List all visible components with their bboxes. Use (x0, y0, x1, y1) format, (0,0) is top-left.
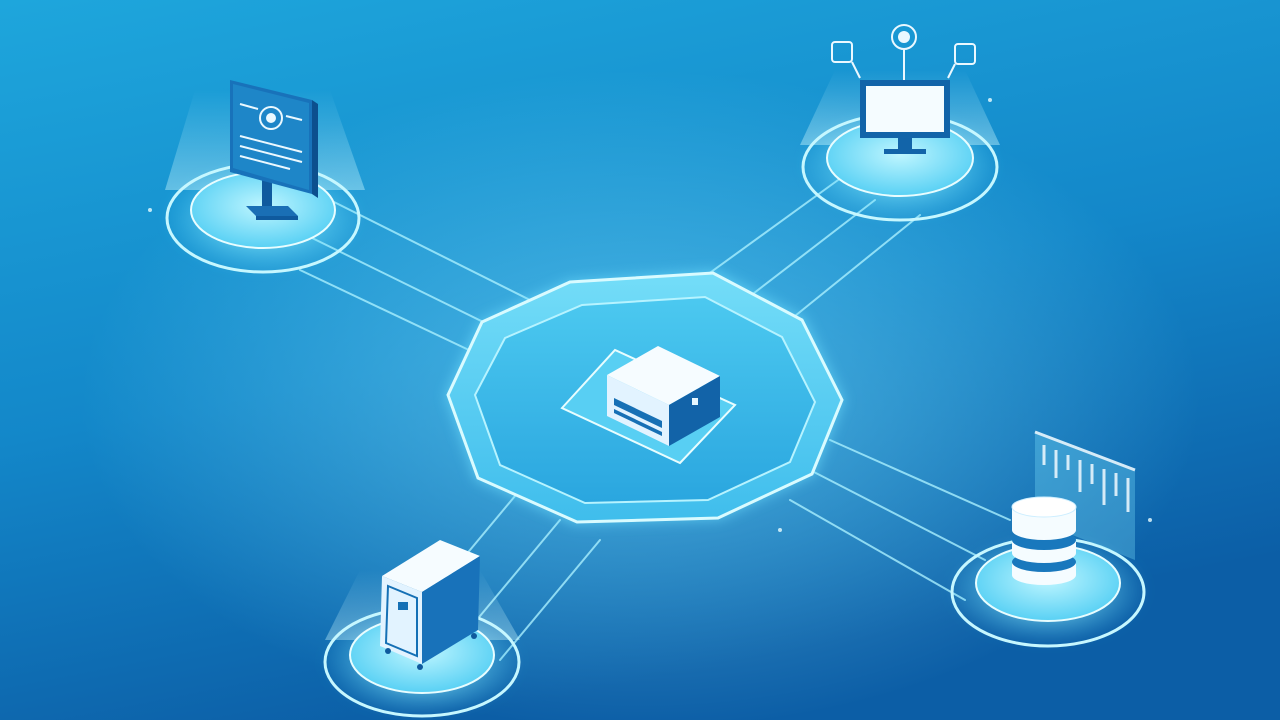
device-icon-left (831, 41, 861, 79)
device-icon-right (947, 43, 976, 79)
database-icon (1011, 496, 1077, 585)
sun-icon (891, 24, 917, 80)
node-display-kiosk (163, 80, 365, 274)
connection-database (789, 439, 1011, 601)
node-monitor-workstation (800, 24, 1000, 222)
monitor-icon (860, 80, 950, 154)
cabinet-icon (380, 540, 480, 670)
node-server-cabinet (322, 540, 522, 718)
server-box-icon (607, 346, 720, 446)
sparkles (148, 98, 1152, 532)
kiosk-icon (230, 80, 318, 220)
node-database (948, 430, 1148, 648)
